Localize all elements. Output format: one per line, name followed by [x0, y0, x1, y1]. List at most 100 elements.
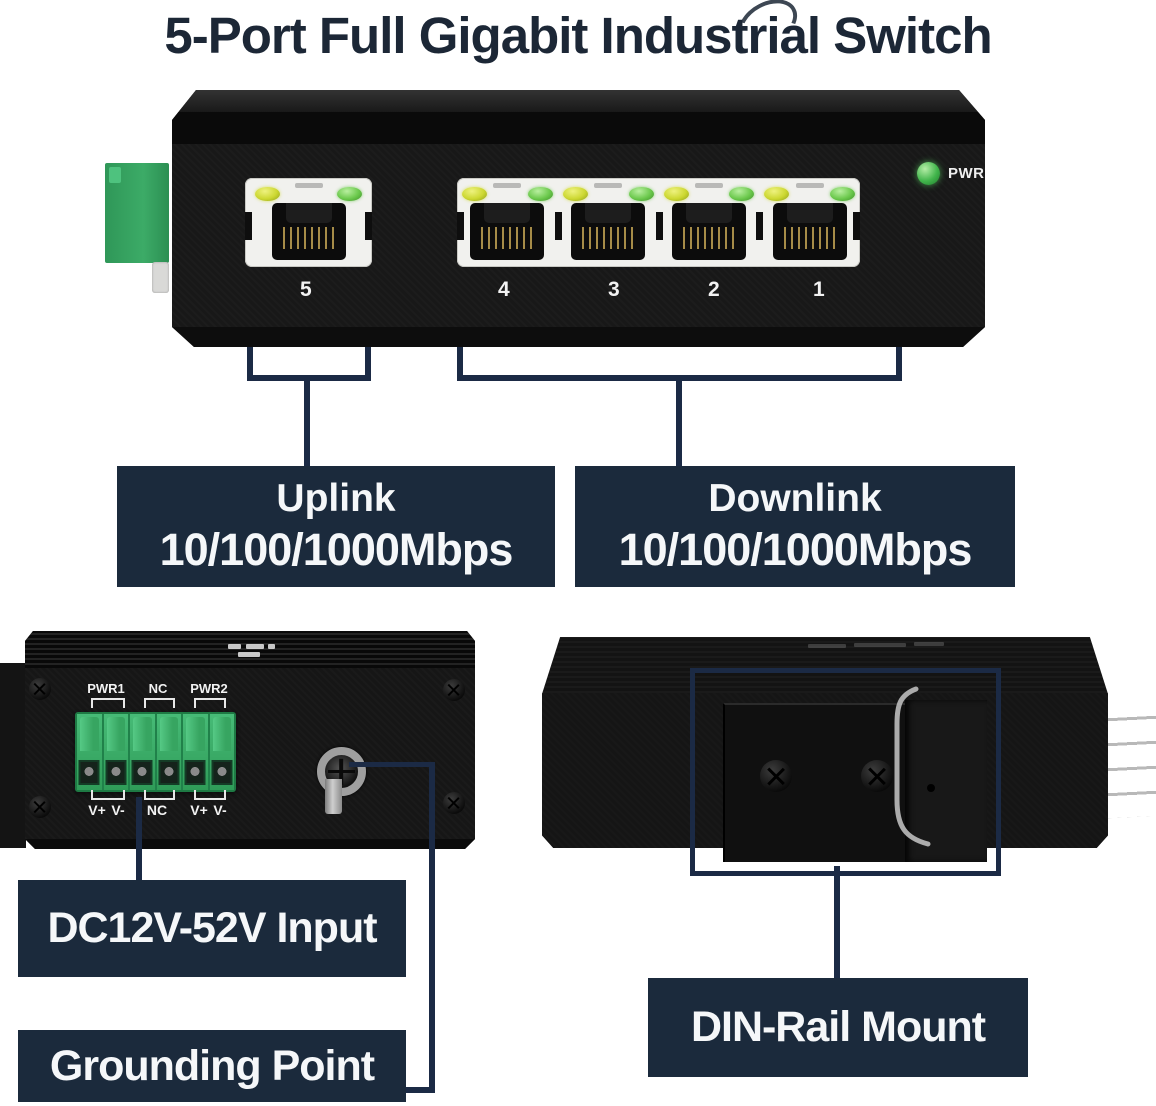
front-top-bevel: [172, 90, 985, 112]
downlink-ports-strip: [457, 178, 860, 267]
bottom-view-photo: [25, 631, 475, 849]
case-screw-icon: [29, 678, 51, 700]
terminal-slot: [209, 714, 234, 790]
port-vent-slot: [493, 183, 521, 188]
link-led-yellow-icon: [255, 187, 280, 201]
label-bracket: [194, 790, 226, 800]
power-led-icon: [917, 162, 940, 185]
downlink-speed-label: 10/100/1000Mbps: [618, 524, 973, 575]
bezel-notch: [756, 212, 763, 240]
downlink-port-module: [759, 178, 860, 267]
terminal-label-nc-top: NC: [148, 681, 168, 696]
port-number-3: 3: [608, 278, 620, 301]
grounding-callout-line-h: [349, 762, 431, 767]
grounding-callout-jog: [406, 1087, 435, 1093]
grounding-screw-shaft: [325, 779, 342, 814]
terminal-slot: [156, 714, 183, 790]
power-terminal-block: [75, 712, 236, 792]
downlink-port-module: [558, 178, 659, 267]
port-vent-slot: [796, 183, 824, 188]
din-rail-stem: [834, 866, 840, 978]
link-led-green-icon: [337, 187, 362, 201]
link-led-green-icon: [629, 187, 654, 201]
rj45-jack-icon: [773, 203, 847, 260]
link-led-green-icon: [729, 187, 754, 201]
terminal-label-nc-bottom: NC: [146, 802, 168, 818]
downlink-bracket: [457, 375, 902, 381]
link-led-green-icon: [830, 187, 855, 201]
port-number-5: 5: [300, 278, 312, 301]
din-clip-bar: [905, 700, 987, 862]
din-clip-hole: [927, 784, 935, 792]
label-bracket: [91, 698, 125, 708]
din-rail-label-box: DIN-Rail Mount: [648, 978, 1028, 1077]
rj45-jack-icon: [672, 203, 746, 260]
front-view-photo: 5: [172, 90, 985, 347]
din-rail-callout-rect: [690, 668, 1001, 876]
port-number-1: 1: [813, 278, 825, 301]
label-bracket: [194, 698, 226, 708]
dc-input-callout-line: [136, 797, 142, 880]
label-bracket: [91, 790, 125, 800]
grounding-label-box: Grounding Point: [18, 1030, 406, 1102]
grounding-label: Grounding Point: [49, 1041, 375, 1090]
uplink-port-module: [245, 178, 372, 267]
front-din-release-tab: [152, 262, 169, 293]
din-rail-label: DIN-Rail Mount: [690, 1003, 986, 1051]
din-clip-screw-icon: [861, 760, 893, 792]
terminal-label-pwr1: PWR1: [87, 681, 125, 696]
downlink-callout-line-left: [457, 347, 463, 378]
terminal-label-pwr2: PWR2: [190, 681, 228, 696]
port-vent-slot: [295, 183, 323, 188]
port-vent-slot: [695, 183, 723, 188]
front-terminal-block-side: [105, 163, 169, 263]
heatsink-ridges: [25, 631, 475, 668]
downlink-port-module: [659, 178, 760, 267]
terminal-slot: [130, 714, 157, 790]
bezel-notch: [365, 212, 372, 240]
front-top-band: [172, 112, 985, 144]
label-bracket: [144, 790, 175, 800]
link-led-yellow-icon: [764, 187, 789, 201]
case-screw-icon: [443, 679, 465, 701]
uplink-speed-label: 10/100/1000Mbps: [159, 524, 514, 575]
port-vent-slot: [594, 183, 622, 188]
link-led-green-icon: [528, 187, 553, 201]
terminal-slot: [183, 714, 210, 790]
bezel-notch: [555, 212, 562, 240]
bezel-notch: [245, 212, 252, 240]
front-bottom-bevel: [172, 327, 985, 347]
case-screw-icon: [443, 792, 465, 814]
port-number-4: 4: [498, 278, 510, 301]
downlink-label-box: Downlink 10/100/1000Mbps: [575, 466, 1015, 587]
case-screw-icon: [29, 796, 51, 818]
terminal-slot: [77, 714, 104, 790]
dc-input-label-box: DC12V-52V Input: [18, 880, 406, 977]
uplink-callout-line-right: [365, 347, 371, 378]
link-led-yellow-icon: [664, 187, 689, 201]
dc-input-label: DC12V-52V Input: [47, 904, 377, 952]
port-number-2: 2: [708, 278, 720, 301]
uplink-stem: [304, 381, 310, 466]
terminal-label-vminus-2: V-: [213, 802, 227, 818]
terminal-label-vminus-1: V-: [111, 802, 125, 818]
terminal-label-vplus-1: V+: [88, 802, 106, 818]
rj45-jack-icon: [571, 203, 645, 260]
downlink-stem: [676, 381, 682, 466]
uplink-label-box: Uplink 10/100/1000Mbps: [117, 466, 555, 587]
bottom-view-bevel: [25, 839, 475, 849]
bezel-notch: [457, 212, 464, 240]
downlink-callout-line-right: [896, 347, 902, 378]
din-rail-edge: [0, 663, 26, 848]
bezel-notch: [853, 212, 860, 240]
downlink-port-module: [457, 178, 558, 267]
link-led-yellow-icon: [462, 187, 487, 201]
power-led-label: PWR: [948, 165, 985, 182]
uplink-bracket: [247, 375, 371, 381]
uplink-callout-line-left: [247, 347, 253, 378]
page-title: 5-Port Full Gigabit Industrial Switch: [164, 7, 992, 64]
label-bracket: [144, 698, 175, 708]
rear-terminal-block-side: [1108, 711, 1156, 819]
grounding-callout-line-v: [429, 762, 435, 1093]
